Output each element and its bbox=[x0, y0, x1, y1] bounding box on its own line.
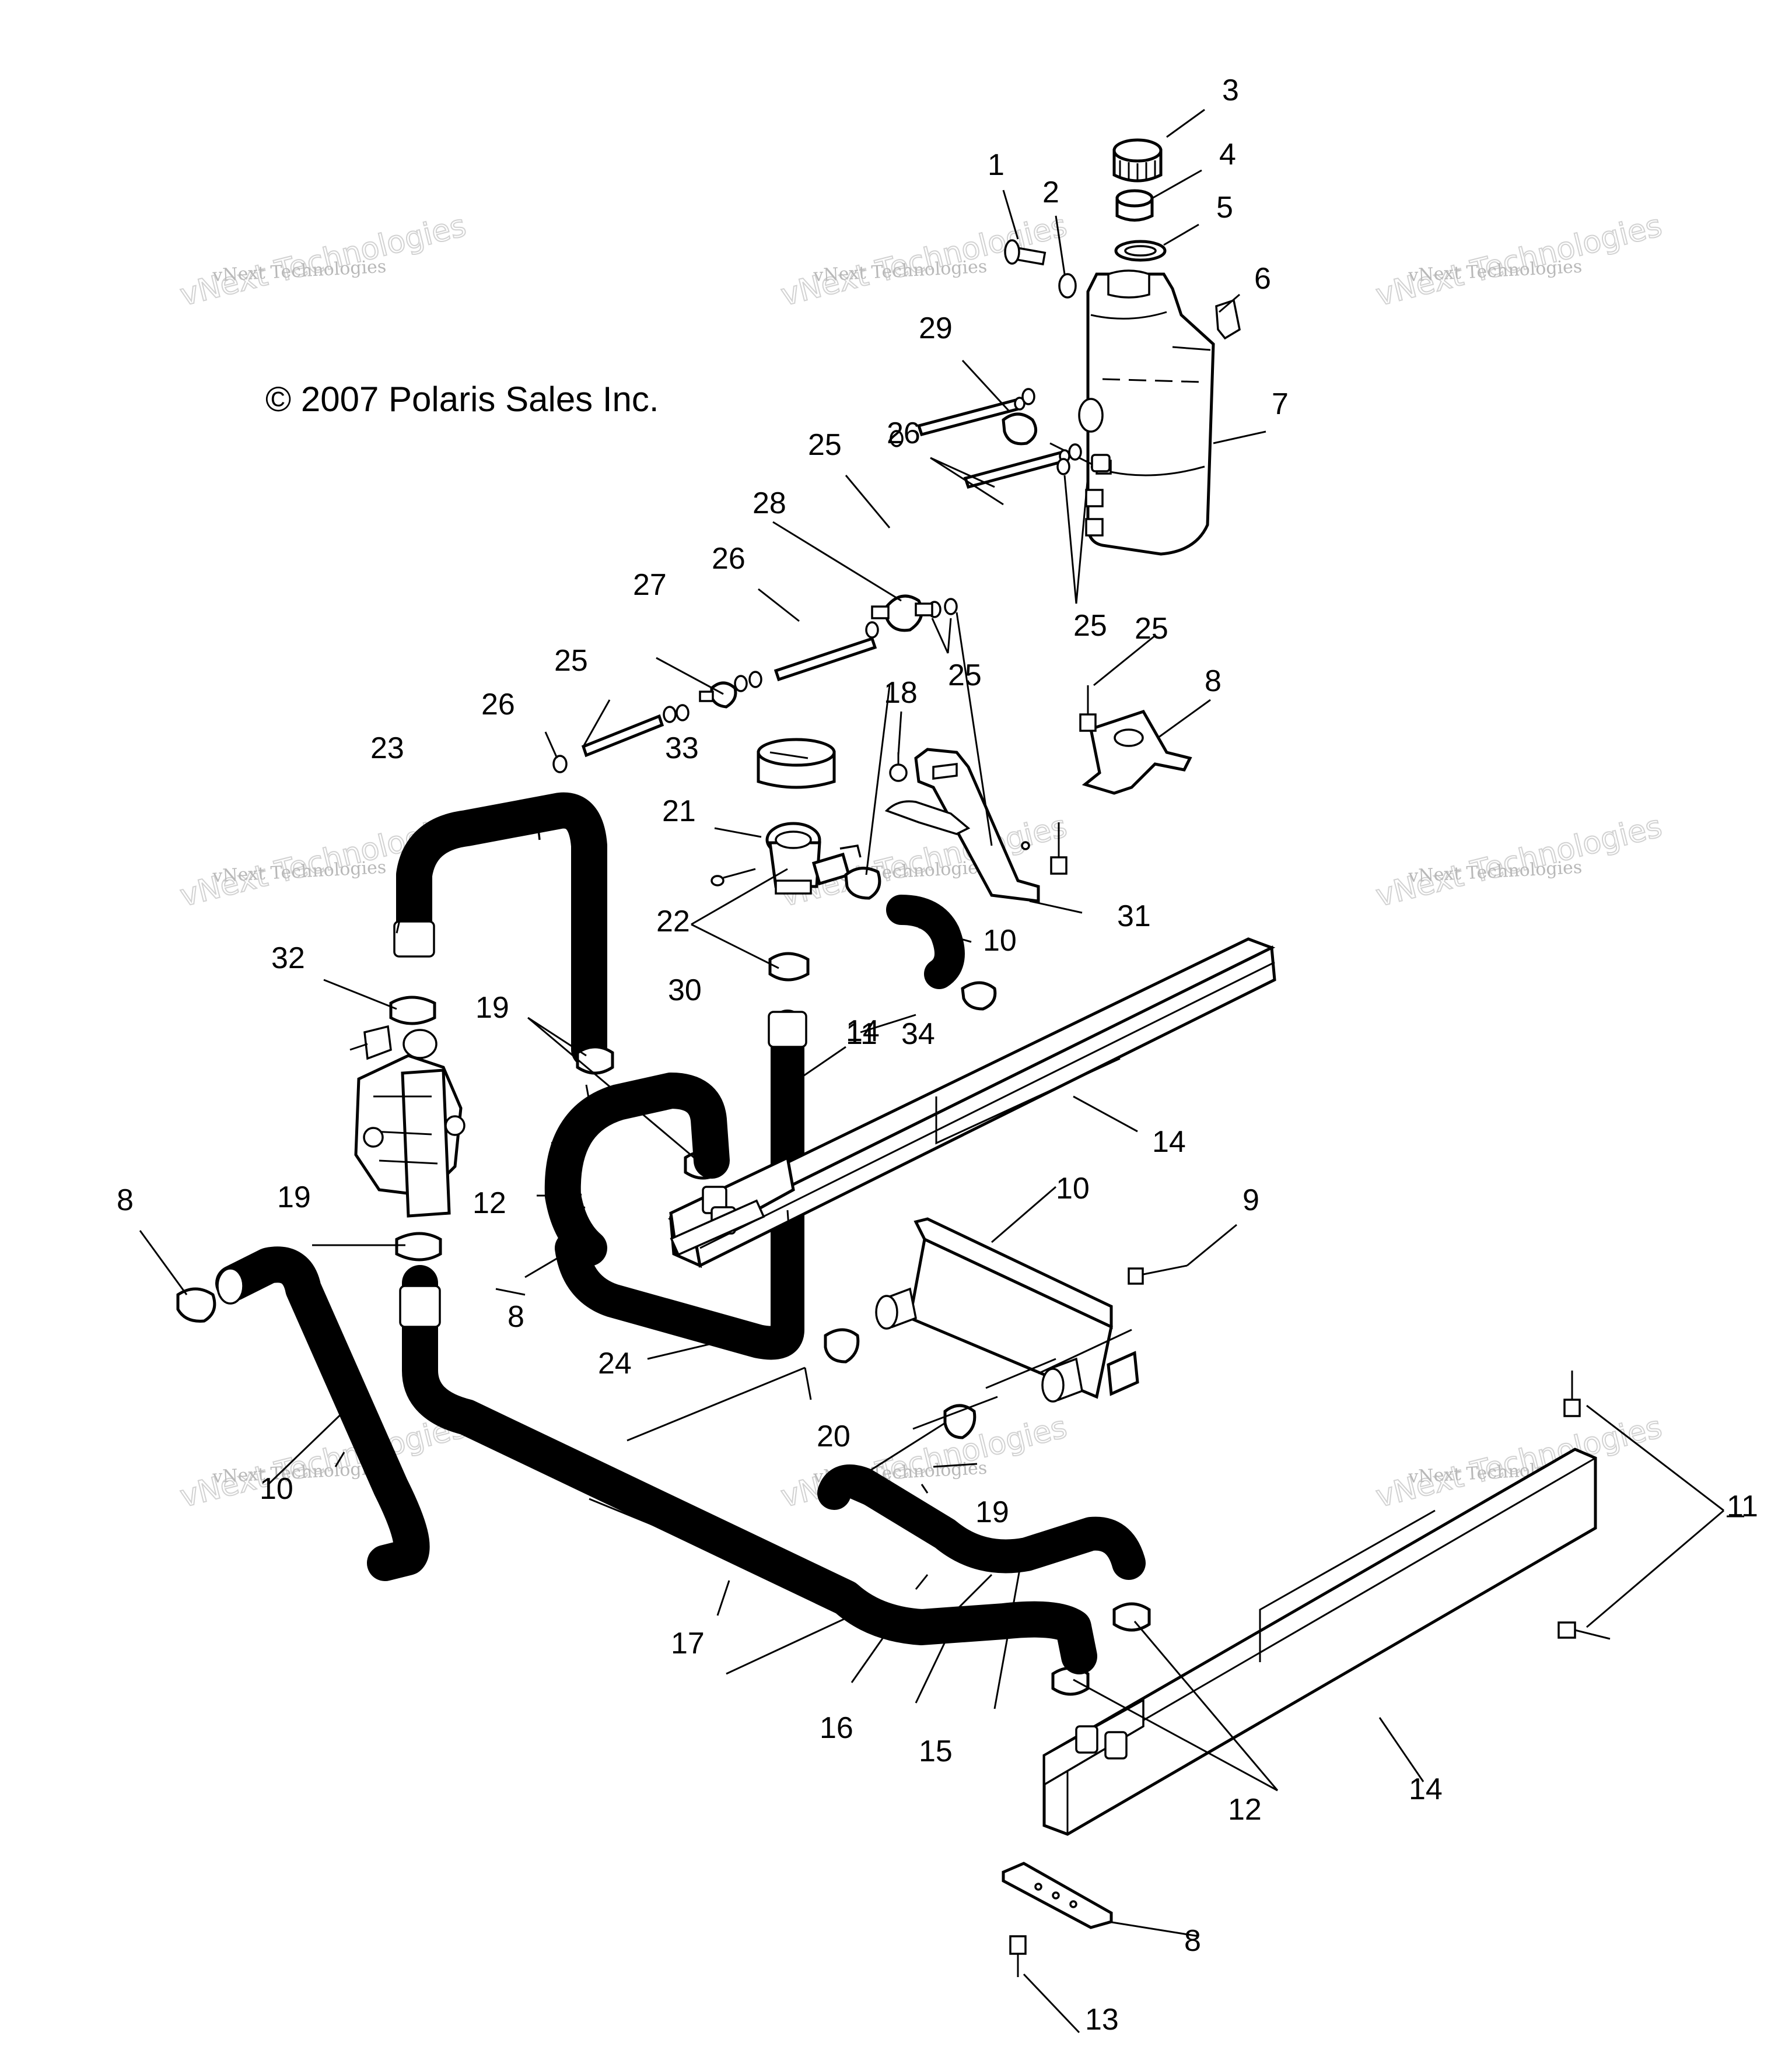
callout-label: 7 bbox=[1272, 387, 1289, 421]
callout-label: 18 bbox=[884, 676, 918, 710]
callout-label: 14 bbox=[846, 1014, 880, 1048]
callout-label: 1 bbox=[988, 148, 1005, 182]
fasteners bbox=[1009, 1264, 1611, 1977]
hose-14-20 bbox=[555, 1010, 807, 1360]
callout-label: 23 bbox=[370, 731, 404, 765]
callout-label: 26 bbox=[712, 542, 746, 576]
callout-label: 11 bbox=[846, 1017, 877, 1051]
callout-label: 6 bbox=[1254, 262, 1271, 296]
callout-label: 33 bbox=[665, 731, 699, 765]
callout-label: 29 bbox=[919, 311, 953, 345]
screw bbox=[1004, 239, 1046, 266]
callout-label: 25 bbox=[1135, 612, 1168, 646]
hose-16 bbox=[399, 1265, 1097, 1674]
callout-label: 30 bbox=[668, 973, 702, 1007]
callout-label: 15 bbox=[919, 1734, 953, 1768]
copyright-notice: © 2007 Polaris Sales Inc. bbox=[265, 380, 659, 419]
callout-label: 10 bbox=[1056, 1172, 1090, 1206]
callout-label: 24 bbox=[598, 1347, 632, 1380]
callout-label: 13 bbox=[1085, 2003, 1119, 2037]
callout-label: 8 bbox=[1205, 664, 1222, 698]
clip-6 bbox=[1215, 299, 1241, 340]
coolant-reservoir bbox=[1078, 269, 1215, 556]
callout-label: 8 bbox=[508, 1300, 524, 1334]
callout-label: 14 bbox=[1409, 1772, 1443, 1806]
leader-lines bbox=[139, 108, 1744, 2034]
heat-exchanger-9 bbox=[875, 1217, 1139, 1403]
callout-label: 26 bbox=[887, 416, 921, 450]
hose-17 bbox=[215, 1246, 430, 1581]
callout-label: 25 bbox=[948, 658, 982, 692]
bypass-hose bbox=[844, 867, 997, 1011]
callout-labels: 1 2 3 4 5 6 7 29 25 26 28 25 26 27 25 25… bbox=[117, 73, 1758, 2037]
callout-label: 27 bbox=[633, 568, 667, 602]
callout-label: 25 bbox=[554, 644, 588, 678]
hose-15 bbox=[817, 1464, 1146, 1580]
thermostat-housing bbox=[710, 738, 862, 895]
callout-label: 31 bbox=[1117, 899, 1151, 933]
callout-label: 25 bbox=[808, 428, 842, 462]
bracket-18 bbox=[1050, 685, 1192, 875]
callout-label: 10 bbox=[260, 1472, 293, 1506]
callout-label: 19 bbox=[975, 1495, 1009, 1529]
callout-label: 28 bbox=[752, 486, 786, 520]
washer bbox=[1058, 273, 1077, 299]
callout-label: 21 bbox=[662, 794, 696, 828]
heat-exchanger-upper bbox=[667, 937, 1276, 1268]
callout-label: 22 bbox=[656, 905, 690, 938]
callout-label: 19 bbox=[475, 991, 509, 1025]
callout-label: 10 bbox=[983, 924, 1017, 958]
callout-label: 34 bbox=[901, 1017, 935, 1051]
reservoir-cap bbox=[1112, 138, 1163, 183]
tube-parts bbox=[552, 388, 1082, 773]
gasket-inner bbox=[1124, 245, 1157, 257]
callout-label: 4 bbox=[1219, 138, 1236, 171]
hose-clamp-29 bbox=[1002, 412, 1111, 472]
hose-24 bbox=[544, 1073, 730, 1266]
hose-clamps bbox=[176, 952, 1151, 1696]
callout-label: 14 bbox=[1152, 1125, 1186, 1159]
hose-21 bbox=[393, 792, 607, 1068]
callout-label: 8 bbox=[117, 1183, 134, 1217]
callout-label: 5 bbox=[1216, 191, 1233, 225]
callout-label: 8 bbox=[1184, 1924, 1201, 1958]
water-pump bbox=[349, 1025, 466, 1218]
bracket-32 bbox=[884, 748, 1040, 903]
callout-label: 12 bbox=[1228, 1793, 1262, 1827]
callout-label: 11 bbox=[1727, 1490, 1758, 1523]
callout-label: 32 bbox=[271, 941, 305, 975]
callout-label: 26 bbox=[481, 688, 515, 721]
callout-label: 16 bbox=[820, 1711, 853, 1745]
callout-label: 9 bbox=[1242, 1183, 1259, 1217]
callout-label: 25 bbox=[1073, 609, 1107, 643]
bracket-13 bbox=[1002, 1862, 1113, 1929]
callout-label: 17 bbox=[671, 1627, 705, 1660]
callout-label: 3 bbox=[1222, 73, 1239, 107]
cap-seal bbox=[1115, 189, 1154, 222]
callout-label: 20 bbox=[817, 1420, 850, 1453]
callout-label: 12 bbox=[473, 1186, 506, 1220]
callout-label: 19 bbox=[277, 1180, 311, 1214]
callout-label: 2 bbox=[1042, 176, 1059, 209]
heat-exchanger-lower bbox=[1042, 1448, 1597, 1836]
